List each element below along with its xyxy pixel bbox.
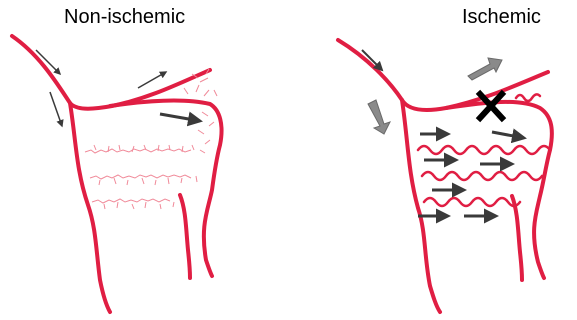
upper-left-wall: [338, 40, 548, 110]
right-branch-lower: [512, 196, 522, 280]
right-branch-lower: [180, 195, 190, 278]
arrow-icon: [468, 58, 502, 80]
capillary-network: [85, 69, 217, 209]
x-mark-icon: [480, 94, 502, 118]
arrow-icon: [492, 132, 524, 138]
collateral-row-1: [418, 146, 550, 154]
arrow-icon: [368, 100, 390, 134]
ischemic-panel: [338, 40, 552, 312]
capillary-row-3: [92, 199, 170, 203]
capillary-row-2: [90, 175, 191, 179]
non-ischemic-panel: [12, 36, 222, 312]
arrow-icon: [138, 72, 166, 88]
capillary-branches: [94, 69, 217, 209]
right-branch-upper: [110, 100, 222, 276]
arrow-icon: [50, 92, 62, 126]
left-outer-wall: [70, 103, 110, 312]
left-outer-wall: [402, 100, 440, 312]
arrow-icon: [160, 114, 200, 121]
upper-left-wall: [12, 36, 210, 109]
collateral-row-2: [422, 172, 542, 180]
capillary-row-1: [85, 149, 191, 153]
artery-walls: [12, 36, 222, 312]
flow-arrows: [362, 50, 524, 216]
collateral-tip: [516, 94, 540, 101]
collateral-row-3: [424, 198, 520, 206]
